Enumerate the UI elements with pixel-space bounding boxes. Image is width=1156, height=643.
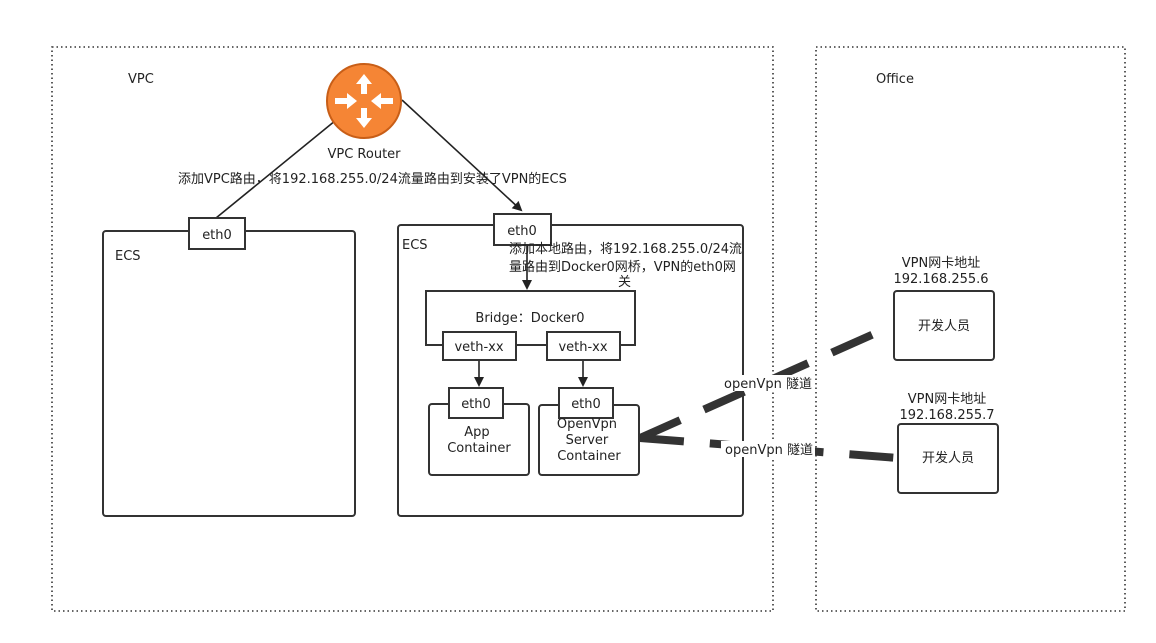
dev-1-box xyxy=(893,290,995,361)
veth-a-label: veth-xx xyxy=(454,340,503,355)
vpc-label: VPC xyxy=(128,72,154,87)
dev-2-caption: VPN网卡地址 xyxy=(908,392,986,407)
vpc-region xyxy=(51,46,774,612)
app-container-line-2: Container xyxy=(447,441,511,456)
app-container-label: App Container xyxy=(447,425,511,456)
ecs-left-eth0-label: eth0 xyxy=(202,228,232,243)
office-region xyxy=(815,46,1126,612)
tunnel-line-1 xyxy=(638,329,878,442)
local-route-line-1: 添加本地路由，将192.168.255.0/24流 xyxy=(509,241,742,257)
ecs-left-eth0 xyxy=(188,217,246,250)
local-route-note: 添加本地路由，将192.168.255.0/24流 量路由到Docker0网桥，… xyxy=(509,241,746,290)
openvpn-container-line-2: Server xyxy=(566,433,609,448)
app-container-eth0 xyxy=(448,387,504,419)
veth-a xyxy=(442,331,517,361)
bridge-label: Bridge：Docker0 xyxy=(475,311,584,326)
route-arrow-to-ecs xyxy=(401,99,523,212)
openvpn-container-eth0-label: eth0 xyxy=(571,397,601,412)
tunnel-label-1-bg xyxy=(720,375,814,391)
tunnel-label-2: openVpn 隧道 xyxy=(725,442,813,458)
local-route-line-2: 量路由到Docker0网桥，VPN的eth0网 xyxy=(509,259,736,275)
tunnel-label-2-bg xyxy=(721,441,815,457)
openvpn-container-line-1: OpenVpn xyxy=(557,417,617,432)
tunnel-label-1: openVpn 隧道 xyxy=(724,376,812,392)
dev-1-address: 192.168.255.6 xyxy=(893,272,988,287)
openvpn-container-line-3: Container xyxy=(557,449,621,464)
dev-2-address: 192.168.255.7 xyxy=(899,408,994,423)
veth-b-label: veth-xx xyxy=(558,340,607,355)
openvpn-container-label: OpenVpn Server Container xyxy=(557,417,622,464)
ecs-right-label: ECS xyxy=(402,238,428,253)
app-container-eth0-label: eth0 xyxy=(461,397,491,412)
dev-2-label: 开发人员 xyxy=(922,450,974,466)
router-icon xyxy=(326,63,402,139)
router-label: VPC Router xyxy=(327,147,401,162)
ecs-right-eth0-label: eth0 xyxy=(507,224,537,239)
ecs-left-label: ECS xyxy=(115,249,141,264)
dev-2-box xyxy=(897,423,999,494)
openvpn-container-eth0 xyxy=(558,387,614,419)
ecs-left-box xyxy=(102,230,356,517)
office-label: Office xyxy=(876,72,914,87)
dev-1-label: 开发人员 xyxy=(918,318,970,334)
veth-b xyxy=(546,331,621,361)
dev-1-caption: VPN网卡地址 xyxy=(902,256,980,271)
route-arrow-to-router xyxy=(215,114,343,219)
app-container-line-1: App xyxy=(464,425,489,440)
vpc-route-note: 添加VPC路由，将192.168.255.0/24流量路由到安装了VPN的ECS xyxy=(178,171,567,187)
ecs-right-eth0 xyxy=(493,213,552,246)
tunnel-line-2 xyxy=(639,434,899,462)
local-route-line-3: 关 xyxy=(618,275,631,290)
